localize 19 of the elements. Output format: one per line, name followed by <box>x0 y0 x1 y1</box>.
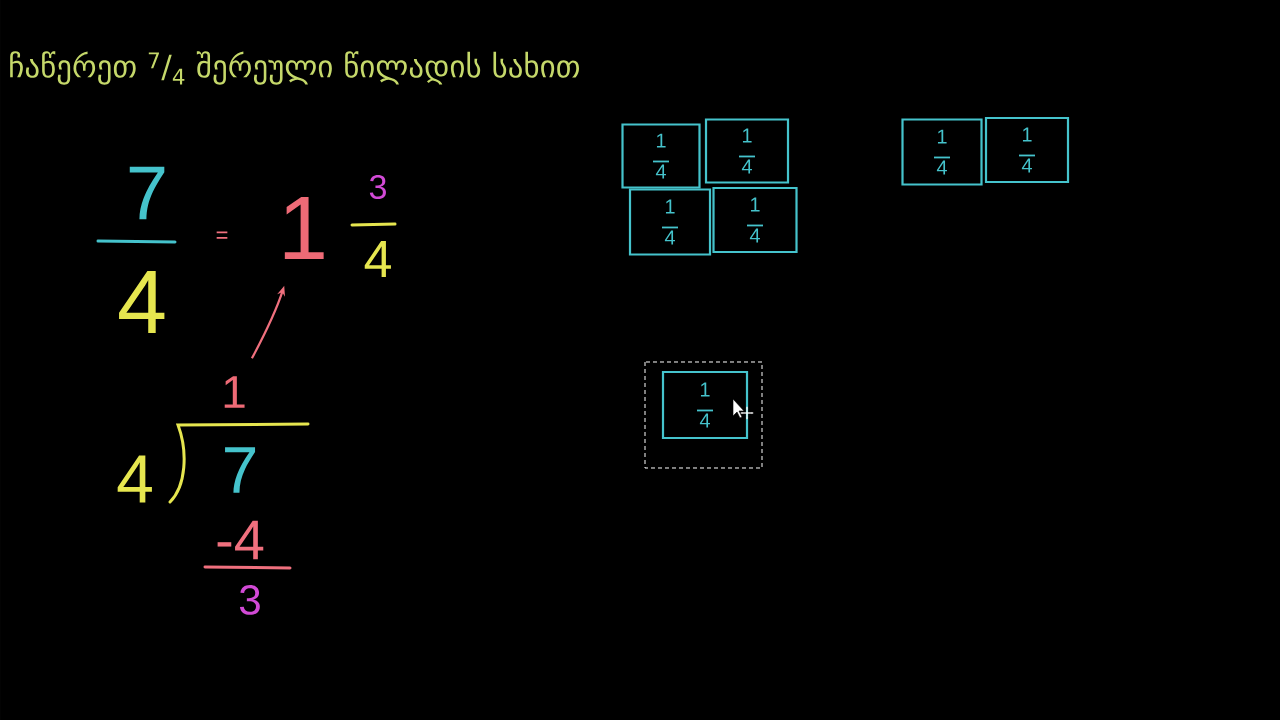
equals-sign: = <box>216 231 228 239</box>
denominator-digit: 4 <box>119 271 165 333</box>
dividend-digit: 7 <box>225 447 256 493</box>
divisor-digit: 4 <box>117 455 152 503</box>
quotient-digit: 1 <box>224 376 245 408</box>
fraction-tile: 1 4 <box>712 186 798 254</box>
denominator-digit: 4 <box>364 241 391 277</box>
fraction-tile: 1 4 <box>704 118 790 184</box>
numerator-digit: 3 <box>369 174 386 200</box>
fraction-tile: 1 4 <box>628 188 712 256</box>
fraction-tile: 1 4 <box>661 370 749 440</box>
title: ჩაწერეთ $^{7}$/$_{4}$ შერეული წილადის სახით <box>10 51 579 85</box>
whole-number: 1 <box>284 197 324 259</box>
fraction-tile: 1 4 <box>984 116 1070 184</box>
subtracted-number: -4 <box>217 520 264 560</box>
numerator-digit: 7 <box>129 166 165 220</box>
remainder-digit: 3 <box>239 585 260 615</box>
fraction-tile: 1 4 <box>901 118 983 186</box>
fraction-tile: 1 4 <box>621 123 701 189</box>
